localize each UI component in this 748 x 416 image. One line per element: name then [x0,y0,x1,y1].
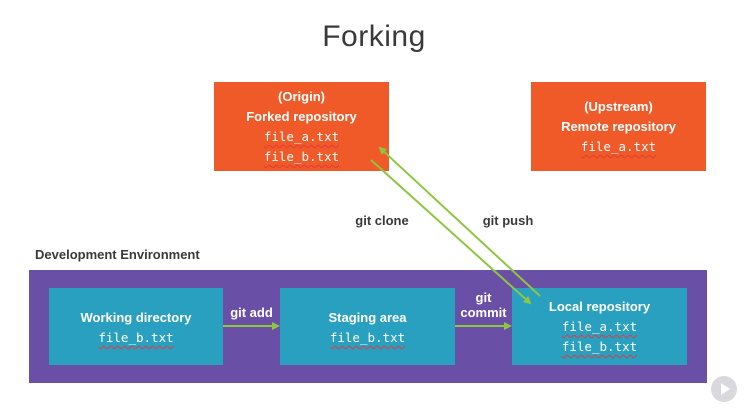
local-repository-file-b: file_b.txt [561,339,638,354]
origin-name: Forked repository [246,109,357,124]
git-push-arrow [378,146,541,297]
upstream-tag: (Upstream) [584,99,653,114]
staging-area-box: Staging area file_b.txt [280,288,455,365]
origin-tag: (Origin) [278,89,325,104]
upstream-file-a: file_a.txt [580,139,657,154]
working-directory-name: Working directory [80,310,192,325]
git-commit-label-line2: commit [460,305,507,320]
origin-forked-repository-box: (Origin) Forked repository file_a.txt fi… [214,82,389,171]
diagram-title: Forking [322,20,426,53]
origin-file-a: file_a.txt [263,129,340,144]
upstream-name: Remote repository [561,119,676,134]
play-icon[interactable] [711,376,737,402]
git-push-label: git push [482,213,534,228]
origin-file-b: file_b.txt [263,149,340,164]
git-clone-arrow [370,159,532,305]
local-repository-box: Local repository file_a.txt file_b.txt [512,288,687,365]
local-repository-name: Local repository [548,299,651,314]
development-environment-label: Development Environment [35,247,200,262]
working-directory-box: Working directory file_b.txt [49,288,223,365]
git-commit-label-line1: git [475,290,492,305]
local-repository-file-a: file_a.txt [561,319,638,334]
upstream-remote-repository-box: (Upstream) Remote repository file_a.txt [531,82,706,171]
git-add-label: git add [230,305,273,320]
staging-area-name: Staging area [328,310,407,325]
git-clone-label: git clone [355,213,409,228]
staging-area-file: file_b.txt [329,330,406,345]
working-directory-file: file_b.txt [98,330,174,345]
